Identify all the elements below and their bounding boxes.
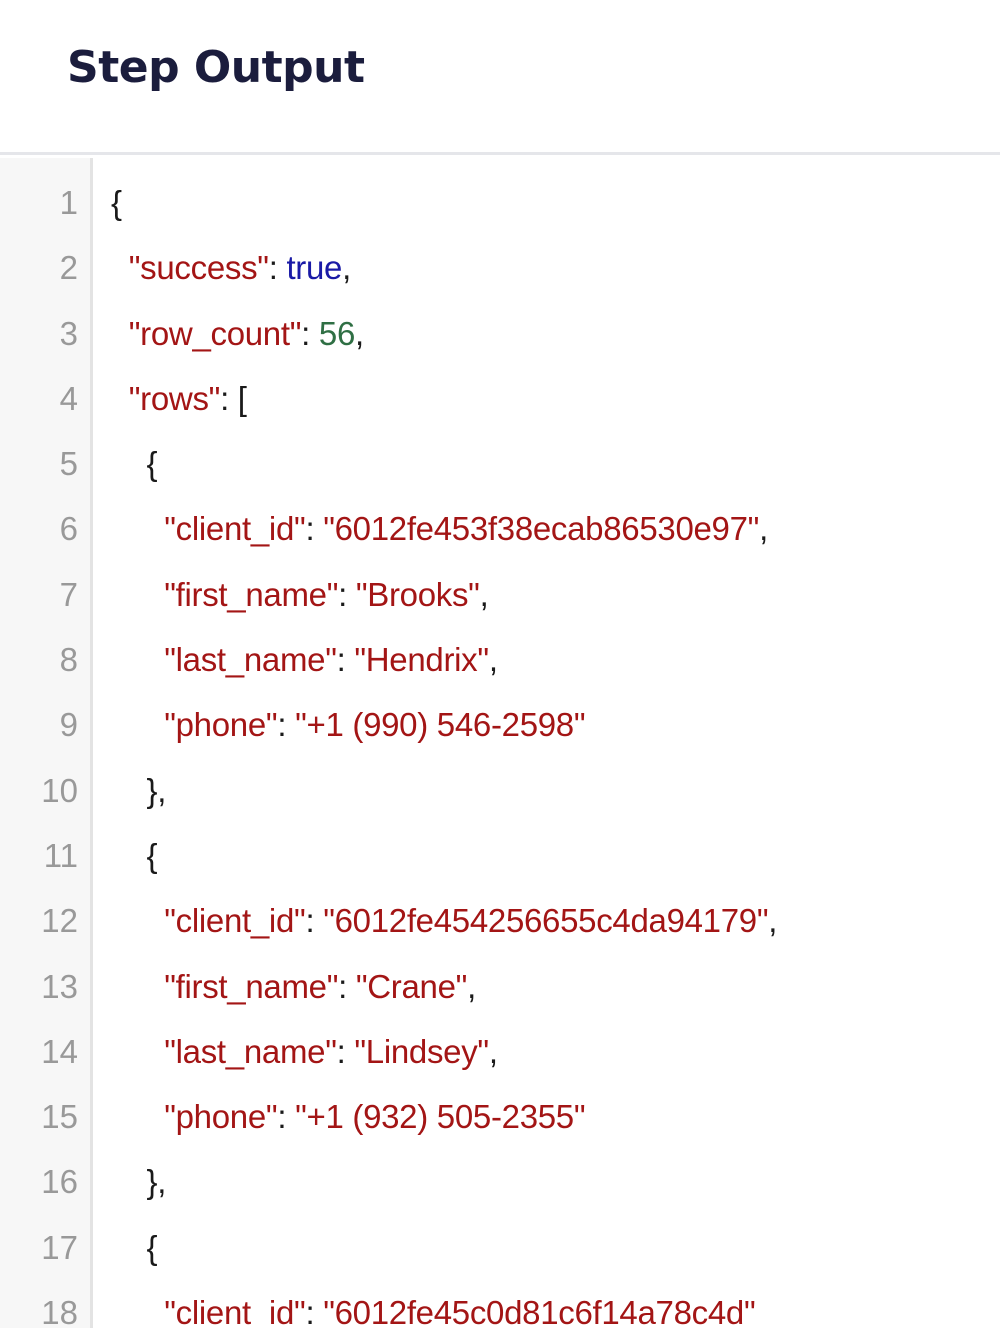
code-line: { <box>111 1215 1000 1280</box>
line-number: 12 <box>41 902 78 940</box>
code-line: }, <box>111 1149 1000 1214</box>
json-punct-token: , <box>759 510 768 548</box>
line-number: 5 <box>59 445 78 483</box>
json-str-token: "6012fe454256655c4da94179" <box>323 902 769 940</box>
json-punct-token: , <box>342 249 351 287</box>
line-number: 15 <box>41 1098 78 1136</box>
json-punct-token: : <box>277 706 296 744</box>
json-punct-token: { <box>146 836 158 874</box>
json-punct-token: : <box>301 314 319 352</box>
line-number: 9 <box>59 706 78 744</box>
line-number: 11 <box>43 836 78 874</box>
json-punct-token: , <box>467 967 476 1005</box>
code-line: "client_id": "6012fe45c0d81c6f14a78c4d" <box>111 1280 1000 1328</box>
line-number: 8 <box>59 641 78 679</box>
json-key-token: "phone" <box>164 1098 278 1136</box>
line-number: 17 <box>41 1228 78 1266</box>
json-str-token: "6012fe45c0d81c6f14a78c4d" <box>323 1294 756 1328</box>
json-key-token: "last_name" <box>164 1032 337 1070</box>
line-number: 18 <box>41 1294 78 1328</box>
code-line: "phone": "+1 (990) 546-2598" <box>111 692 1000 757</box>
json-bool-token: true <box>286 249 343 287</box>
json-punct-token: { <box>146 1228 158 1266</box>
json-key-token: "phone" <box>164 706 278 744</box>
json-punct-token: }, <box>146 1163 167 1201</box>
json-str-token: "Crane" <box>355 967 468 1005</box>
json-str-token: "+1 (990) 546-2598" <box>295 706 586 744</box>
json-key-token: "first_name" <box>164 967 339 1005</box>
json-key-token: "client_id" <box>164 902 306 940</box>
step-output-header: Step Output <box>0 0 1000 155</box>
json-key-token: "first_name" <box>164 575 339 613</box>
json-punct-token: , <box>355 314 364 352</box>
json-punct-token: : <box>338 967 356 1005</box>
json-key-token: "row_count" <box>128 314 302 352</box>
json-str-token: "6012fe453f38ecab86530e97" <box>323 510 760 548</box>
line-number: 10 <box>41 771 78 809</box>
json-punct-token: { <box>111 184 122 221</box>
json-num-token: 56 <box>318 314 355 352</box>
code-line: { <box>111 431 1000 496</box>
code-line: "client_id": "6012fe454256655c4da94179", <box>111 888 1000 953</box>
code-content[interactable]: { "success": true, "row_count": 56, "row… <box>93 158 1000 1328</box>
json-punct-token: , <box>488 1032 498 1070</box>
line-number: 13 <box>41 967 78 1005</box>
code-line: }, <box>111 758 1000 823</box>
json-key-token: "client_id" <box>164 510 306 548</box>
json-key-token: "last_name" <box>164 641 337 679</box>
code-line: { <box>111 170 1000 235</box>
page-title: Step Output <box>67 42 365 93</box>
json-punct-token: : <box>268 249 287 287</box>
code-line: "phone": "+1 (932) 505-2355" <box>111 1084 1000 1149</box>
json-punct-token: { <box>146 445 158 483</box>
code-line: "client_id": "6012fe453f38ecab86530e97", <box>111 496 1000 561</box>
json-key-token: "client_id" <box>164 1294 306 1328</box>
json-key-token: "success" <box>128 249 269 287</box>
json-str-token: "+1 (932) 505-2355" <box>295 1098 586 1136</box>
json-punct-token: : <box>277 1098 296 1136</box>
json-punct-token: : <box>305 510 324 548</box>
line-number: 1 <box>59 184 78 221</box>
code-line: "success": true, <box>111 235 1000 300</box>
json-punct-token: : <box>336 1032 355 1070</box>
json-punct-token: : <box>338 575 356 613</box>
json-punct-token: : <box>305 1294 324 1328</box>
json-punct-token: , <box>479 575 489 613</box>
line-number: 16 <box>41 1163 78 1201</box>
code-line: "first_name": "Brooks", <box>111 562 1000 627</box>
line-number: 2 <box>59 249 78 287</box>
code-line: "rows": [ <box>111 366 1000 431</box>
line-number: 7 <box>59 575 78 613</box>
code-line: "last_name": "Lindsey", <box>111 1019 1000 1084</box>
json-punct-token: }, <box>146 771 167 809</box>
code-line: "row_count": 56, <box>111 301 1000 366</box>
json-str-token: "Lindsey" <box>354 1032 489 1070</box>
code-line: "first_name": "Crane", <box>111 954 1000 1019</box>
code-line: "last_name": "Hendrix", <box>111 627 1000 692</box>
json-str-token: "Brooks" <box>355 575 480 613</box>
json-punct-token: , <box>768 902 778 940</box>
json-str-token: "Hendrix" <box>354 641 489 679</box>
line-number: 14 <box>41 1032 78 1070</box>
line-number: 3 <box>59 314 78 352</box>
line-number: 6 <box>59 510 78 548</box>
json-punct-token: : <box>305 902 324 940</box>
line-number: 4 <box>59 379 78 417</box>
json-punct-token: : [ <box>220 379 247 417</box>
json-key-token: "rows" <box>128 379 221 417</box>
code-line: { <box>111 823 1000 888</box>
json-punct-token: , <box>488 641 498 679</box>
json-punct-token: : <box>336 641 355 679</box>
